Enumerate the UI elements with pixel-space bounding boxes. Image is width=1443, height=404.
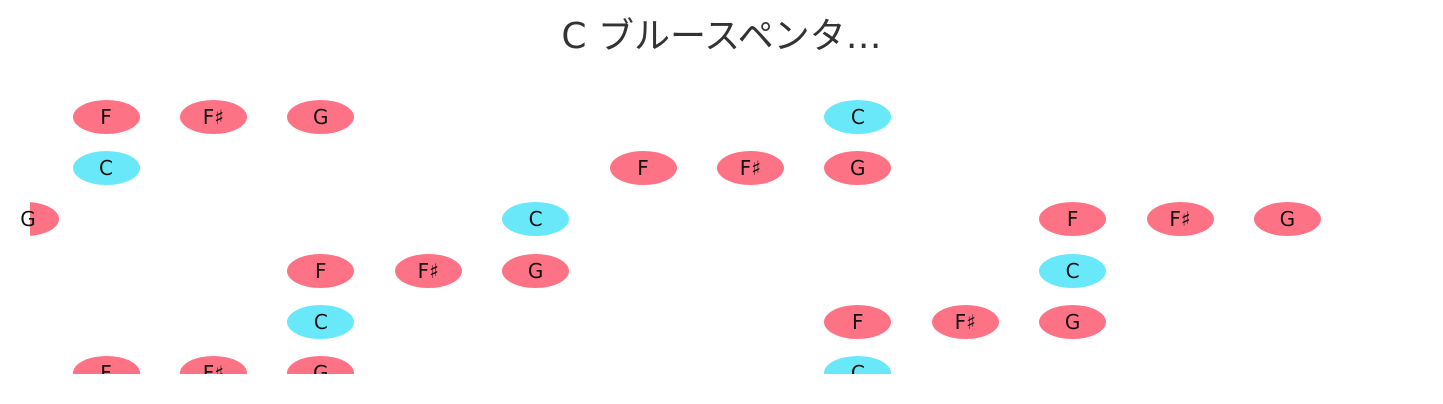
note-marker: F♯ xyxy=(179,100,247,134)
note-marker: G xyxy=(1253,202,1321,237)
partial-note-label: G xyxy=(20,207,36,231)
note-marker: F♯ xyxy=(179,356,247,374)
note-marker: G xyxy=(1039,304,1107,339)
note-marker: F xyxy=(824,304,892,339)
note-marker: G xyxy=(287,100,355,134)
note-marker: F xyxy=(72,356,140,374)
note-marker: F xyxy=(287,253,355,288)
note-marker: F xyxy=(72,100,140,134)
note-marker: F xyxy=(609,151,677,186)
note-marker: F xyxy=(1039,202,1107,237)
note-marker: G xyxy=(502,253,570,288)
note-marker: F♯ xyxy=(716,151,784,186)
note-marker: F♯ xyxy=(394,253,462,288)
note-marker: G xyxy=(824,151,892,186)
note-marker: C xyxy=(824,100,892,134)
note-marker: C xyxy=(502,202,570,237)
note-marker: F♯ xyxy=(1146,202,1214,237)
note-marker: C xyxy=(72,151,140,186)
note-marker: F♯ xyxy=(931,304,999,339)
note-marker: G xyxy=(287,356,355,374)
note-marker: C xyxy=(824,356,892,374)
note-marker: C xyxy=(287,304,355,339)
note-marker: C xyxy=(1039,253,1107,288)
diagram-title: C ブルースペンタ… xyxy=(561,16,882,57)
